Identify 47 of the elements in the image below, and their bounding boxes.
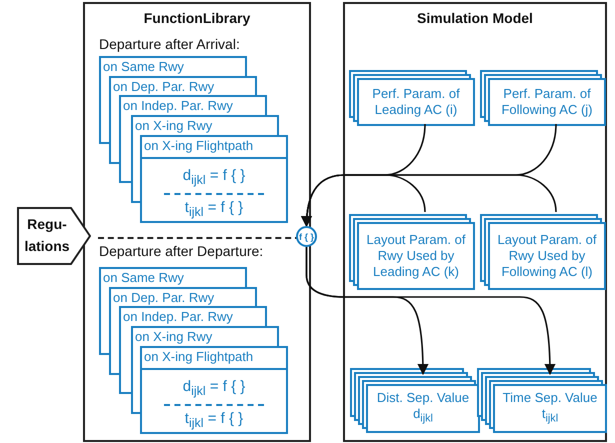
card-title: on X-ing Flightpath — [143, 137, 254, 155]
card — [119, 306, 267, 326]
card — [99, 267, 247, 287]
formula: t$_{ijkl}$ = f { } — [184, 199, 244, 219]
pentagon-arrow — [17, 207, 91, 265]
section-heading: Departure after Departure: — [99, 243, 264, 259]
panel-title: FunctionLibrary — [142, 10, 252, 26]
card — [109, 76, 257, 95]
formula: t$_{ijkl}$ = f { } — [184, 410, 244, 430]
card-text: Dist. Sep. Value d$_{ijkl}$ — [366, 384, 480, 433]
arrow — [306, 247, 556, 376]
card-title: on Dep. Par. Rwy — [112, 78, 216, 96]
card-stack — [349, 214, 475, 290]
card-title: on X-ing Rwy — [134, 328, 214, 346]
panel — [83, 2, 311, 442]
card — [119, 95, 267, 115]
card — [99, 56, 247, 76]
card-title: on Same Rwy — [102, 269, 185, 287]
card-title: on Same Rwy — [102, 58, 185, 76]
card — [131, 115, 279, 135]
card-stack — [480, 214, 606, 290]
card-text: Layout Param. of Rwy Used by Following AC (l) — [488, 222, 606, 290]
card-text: Perf. Param. of Leading AC (i) — [357, 78, 475, 126]
card-title: on Indep. Par. Rwy — [122, 308, 234, 326]
label-text: Regu- lations — [23, 215, 71, 256]
card-title: on Dep. Par. Rwy — [112, 289, 216, 307]
arrow — [301, 174, 557, 228]
card-text: Perf. Param. of Following AC (j) — [488, 78, 606, 126]
formula: d$_{ijkl}$ = f { } — [182, 378, 246, 398]
card-title: on Indep. Par. Rwy — [122, 97, 234, 115]
card — [131, 326, 279, 346]
card-title: on X-ing Flightpath — [143, 348, 254, 366]
card-text: Layout Param. of Rwy Used by Leading AC (k) — [357, 222, 475, 290]
card-stack — [477, 368, 607, 433]
card-title: on X-ing Rwy — [134, 117, 214, 135]
card-text: Time Sep. Value t$_{ijkl}$ — [493, 384, 607, 433]
card-stack — [480, 70, 606, 126]
panel — [343, 2, 607, 442]
card — [140, 346, 288, 434]
card-stack — [349, 70, 475, 126]
function-circle: f { } — [296, 226, 317, 247]
card-stack — [350, 368, 480, 433]
panel-title: Simulation Model — [416, 10, 534, 26]
section-heading: Departure after Arrival: — [99, 36, 240, 52]
card — [140, 135, 288, 223]
formula: d$_{ijkl}$ = f { } — [182, 167, 246, 187]
card — [109, 287, 257, 306]
